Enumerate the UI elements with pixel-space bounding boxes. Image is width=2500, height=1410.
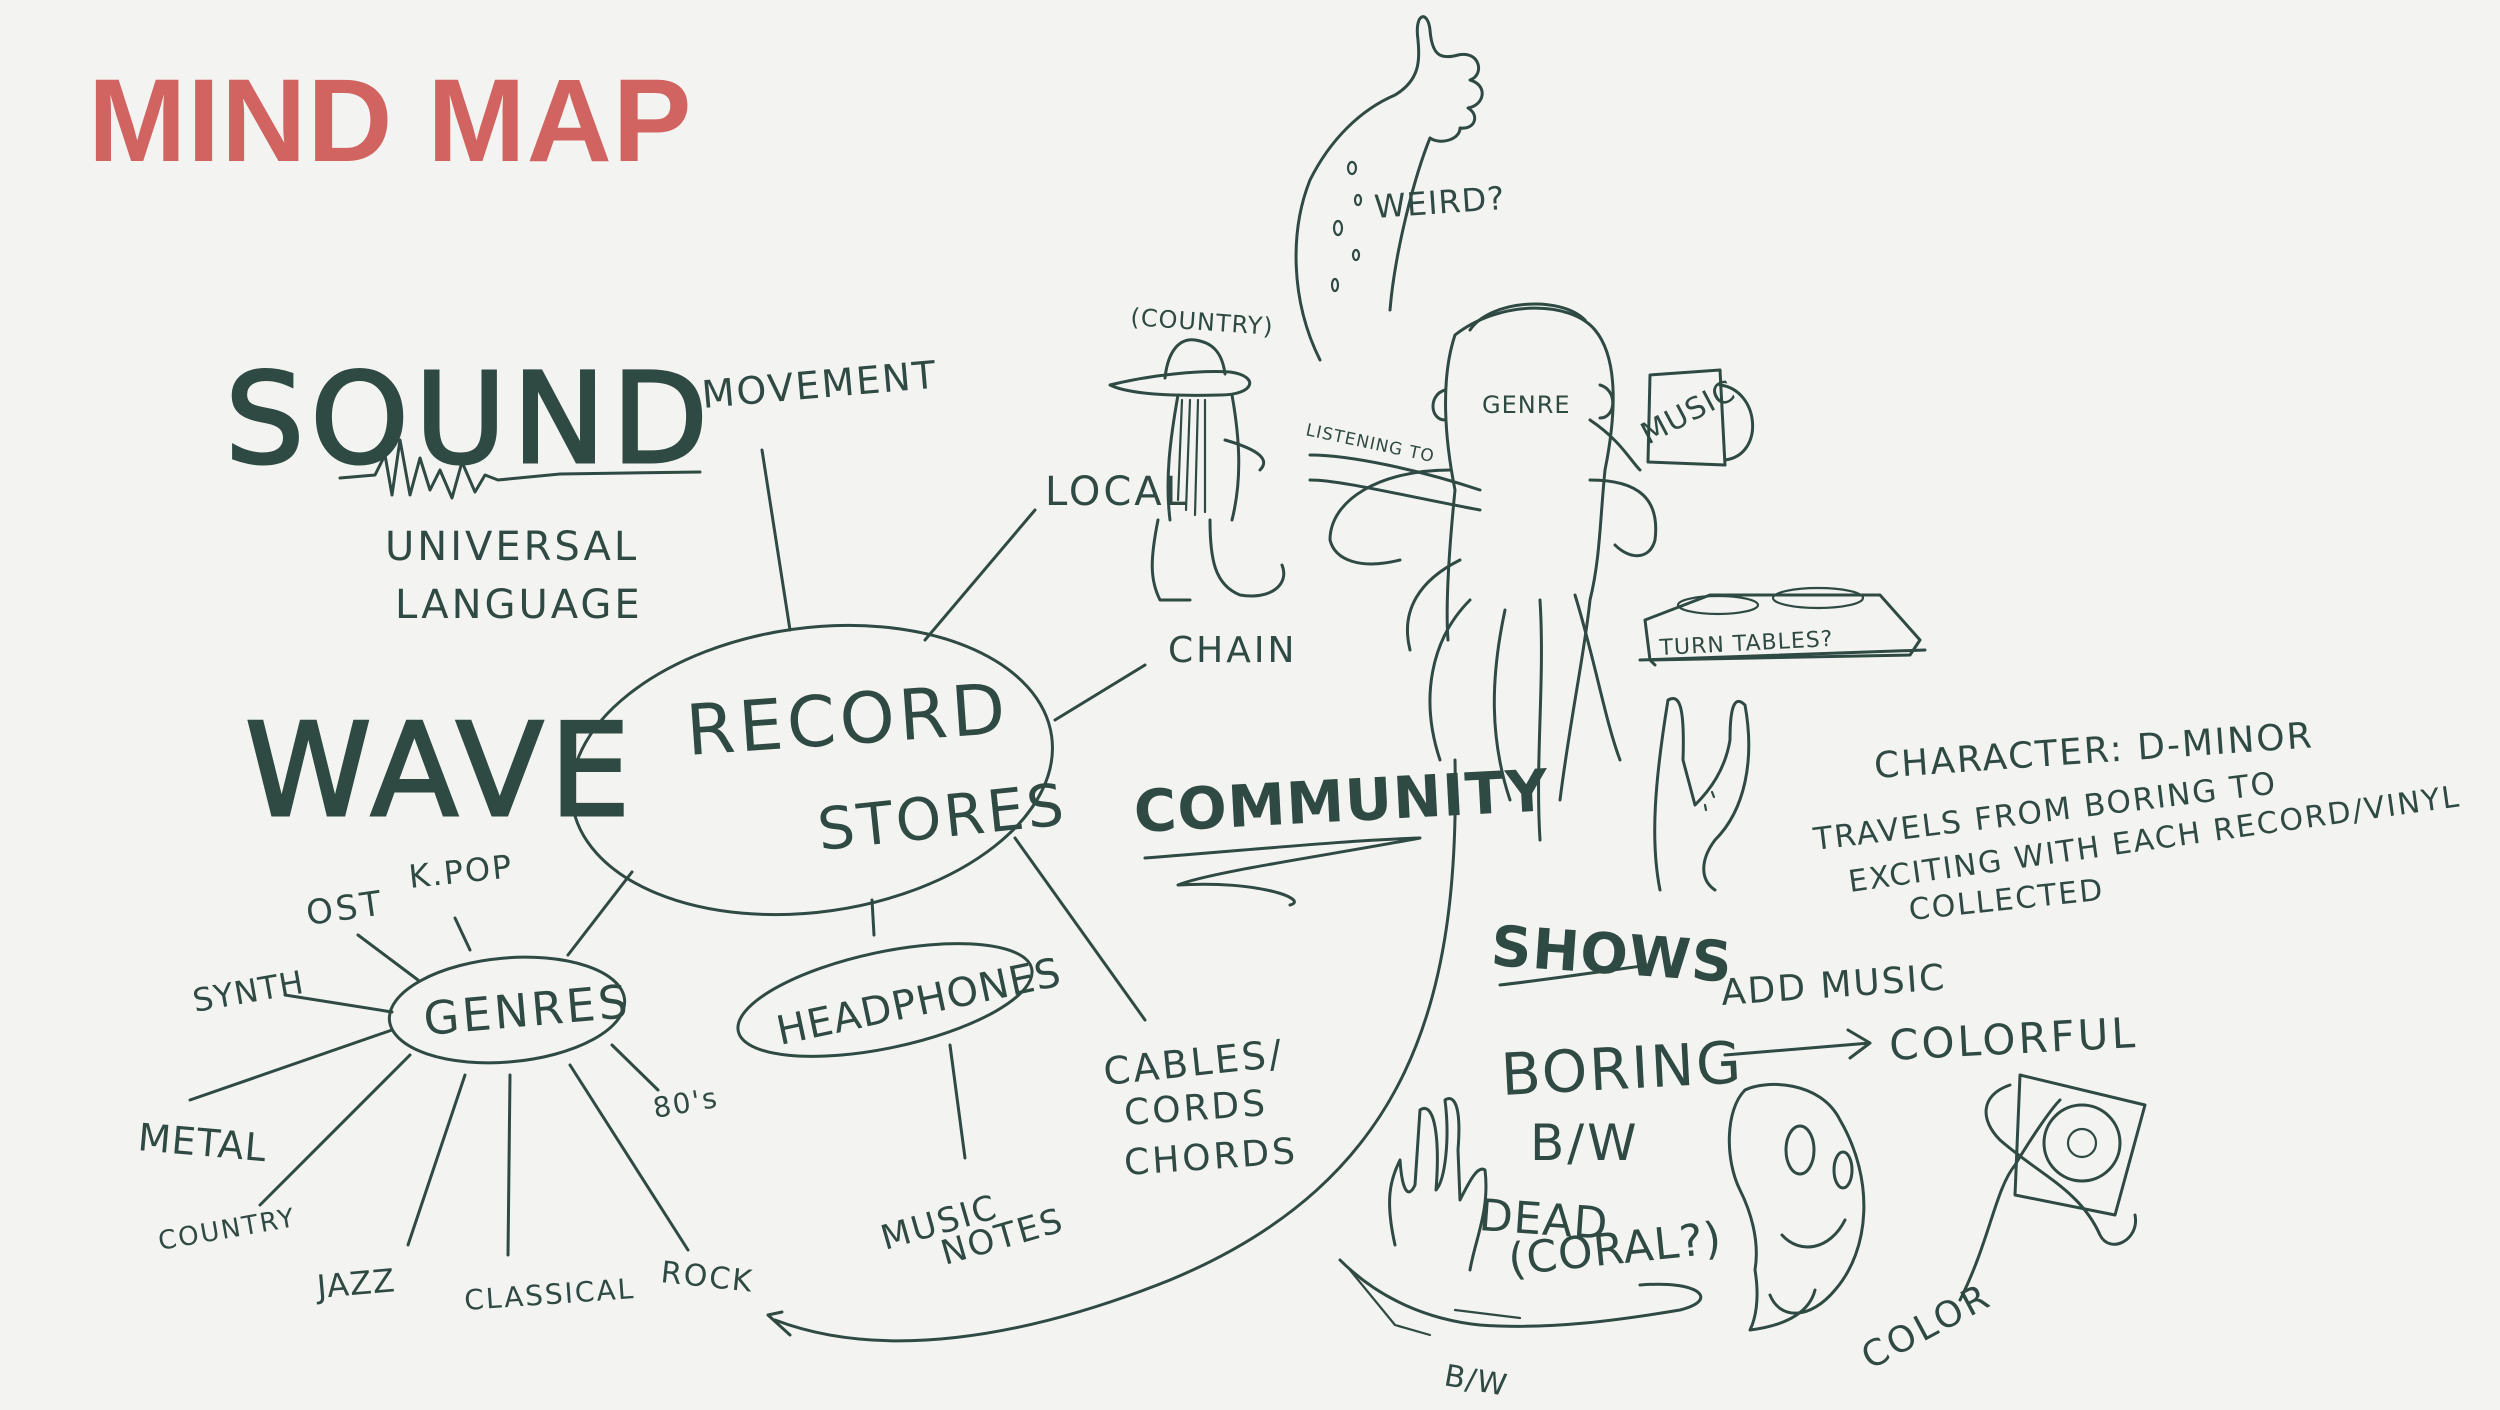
genre-country: COUNTRY — [156, 1203, 298, 1257]
branch-local-label: LOCAL — [1045, 469, 1190, 515]
bw-bottom-label: B/W — [1442, 1358, 1510, 1403]
genre-line-80s — [610, 1043, 660, 1092]
octopus-head-label: GENRE — [1482, 391, 1571, 419]
dead-label-line1: DEAD — [1477, 1190, 1610, 1250]
bw-label: B/W — [1530, 1114, 1640, 1172]
genre-kpop: K.POP — [407, 847, 515, 896]
genre-line-classical — [506, 1073, 512, 1257]
turntables-drawing — [1638, 586, 1927, 667]
genre-line-rock — [568, 1063, 690, 1252]
headphones-node — [736, 942, 1034, 1058]
boring-label: BORING — [1499, 1028, 1744, 1109]
genre-synth: SYNTH — [190, 963, 307, 1020]
genre-80s: 80's — [650, 1081, 721, 1125]
sound-waveform-line — [338, 438, 702, 500]
page-title: MIND MAP — [88, 55, 693, 187]
branch-line-genres — [566, 870, 634, 957]
shows-underline — [1498, 963, 1652, 987]
branch-line-local — [923, 508, 1037, 642]
shows-label: SHOWS — [1489, 914, 1735, 996]
branch-line-cables — [1013, 836, 1147, 1022]
curved-arrow-head — [766, 1310, 792, 1337]
sound-sub-language: LANGUAGE — [395, 582, 643, 628]
cowboy-figure — [1108, 338, 1286, 602]
headphones-label: HEADPHONES — [773, 950, 1066, 1055]
octopus-figure — [1308, 302, 1658, 842]
sound-sub-universal: UNIVERSAL — [385, 524, 639, 570]
held-record-drawing — [1958, 1073, 2147, 1302]
coral-figure-upper — [1653, 697, 1751, 892]
boring-to-colorful-arrow — [1723, 1028, 1872, 1060]
community-label: COMMUNITY — [1132, 756, 1550, 846]
wave-word: WAVE — [245, 697, 636, 846]
genre-ost: OST — [304, 883, 387, 933]
genre-line-ost — [356, 933, 420, 982]
genre-line-jazz — [406, 1073, 467, 1247]
cables-label-line2: CORDS — [1123, 1083, 1270, 1134]
sound-word: SOUND — [225, 347, 714, 492]
branch-line-movement — [760, 448, 792, 632]
genre-line-synth — [283, 993, 394, 1014]
branch-line-headphones — [870, 898, 876, 937]
record-stores-label-line1: RECORD — [683, 668, 1011, 772]
thumbs-up-tentacle — [1294, 15, 1484, 362]
add-music-label: ADD MUSIC — [1720, 957, 1948, 1014]
genre-line-kpop — [453, 916, 472, 952]
branch-movement-label: MOVEMENT — [700, 353, 939, 417]
genres-node — [387, 955, 627, 1065]
colorful-creature-drawing — [1727, 1082, 1866, 1332]
branch-line-music-notes — [948, 1043, 967, 1160]
genre-jazz: JAZZ — [313, 1261, 397, 1306]
record-stores-node — [570, 623, 1054, 917]
genre-line-metal — [188, 1028, 394, 1102]
genre-rock: ROCK — [659, 1255, 755, 1300]
colorful-label: COLORFUL — [1888, 1008, 2139, 1070]
genre-line-country — [258, 1053, 412, 1207]
country-tag-label: (COUNTRY) — [1130, 303, 1275, 341]
color-label: COLOR — [1855, 1276, 1998, 1378]
branch-chain-label: CHAIN — [1168, 630, 1297, 671]
curved-arrow-line — [773, 758, 1457, 1343]
branch-line-chain — [1053, 663, 1147, 722]
record-stores-label-line2: STORES — [814, 770, 1069, 864]
cables-label-line3: CHORDS — [1123, 1131, 1300, 1184]
genre-metal: METAL — [136, 1115, 269, 1170]
genre-classical: CLASSICAL — [463, 1272, 636, 1317]
community-underline — [1143, 836, 1422, 907]
dead-coral-drawing — [1338, 1097, 1703, 1337]
record-sleeve-drawing — [1646, 368, 1755, 467]
weird-label: WEIRD? — [1373, 179, 1506, 226]
